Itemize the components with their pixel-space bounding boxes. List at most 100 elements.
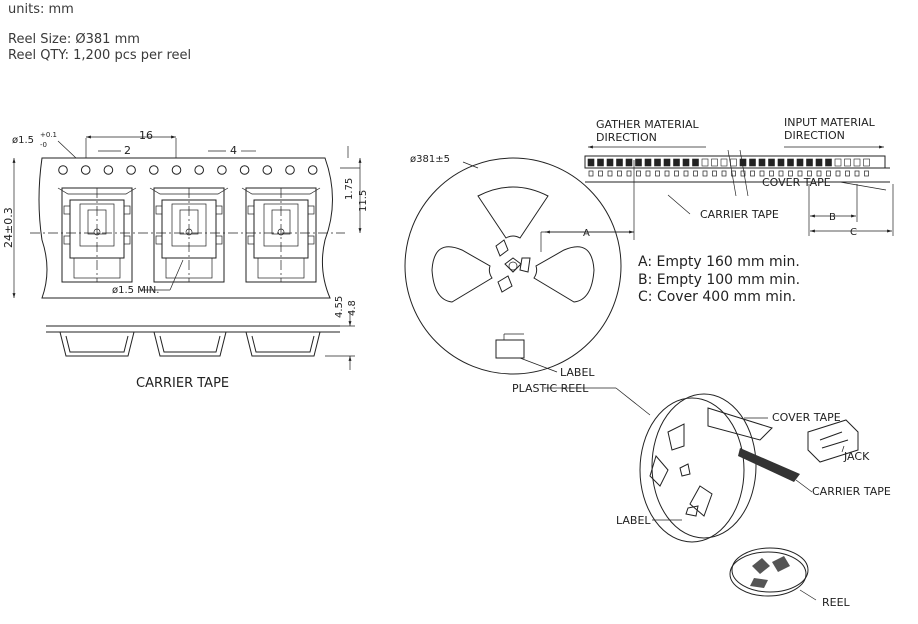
strip-cell: [815, 158, 823, 167]
strip-cell: [768, 158, 775, 167]
pocket: [57, 187, 137, 283]
tape-strip: GATHER MATERIAL DIRECTION INPUT MATERIAL…: [584, 116, 894, 238]
empty-length-notes: A: Empty 160 mm min. B: Empty 100 mm min…: [638, 254, 800, 305]
cover-tape-label: COVER TAPE: [762, 176, 831, 189]
strip-cell: [701, 158, 709, 167]
dim-hole-min: ø1.5 MIN.: [112, 285, 159, 296]
strip-pocket: [788, 170, 793, 177]
strip-cell: [758, 158, 766, 167]
dim-hole-tol-plus: +0.1: [40, 131, 57, 139]
dim-2: 2: [124, 144, 131, 157]
dim-a: A: [583, 228, 590, 239]
strip-pocket: [864, 170, 869, 177]
asm-carrier-tape-label: CARRIER TAPE: [812, 485, 891, 498]
gather-direction-line2: DIRECTION: [596, 131, 657, 144]
carrier-tape-caption: CARRIER TAPE: [136, 376, 229, 391]
dim-width: 24±0.3: [2, 207, 15, 248]
strip-cell: [806, 158, 813, 167]
reel-front-view: LABEL ø381±5 A PLASTIC REEL: [404, 154, 651, 416]
dim-4-8: 4.8: [347, 300, 358, 316]
dim-c: C: [850, 227, 857, 238]
sprocket-hole: [103, 165, 114, 175]
dim-b: B: [829, 212, 836, 223]
dim-hole-tol-minus: -0: [40, 141, 47, 149]
strip-pocket: [712, 170, 717, 177]
pocket: [149, 187, 229, 283]
strip-cell: [853, 158, 861, 167]
strip-cell: [616, 158, 623, 167]
sprocket-hole: [217, 165, 227, 175]
strip-cell: [863, 158, 870, 167]
sprocket-hole: [307, 165, 318, 175]
strip-pocket: [636, 170, 641, 177]
sprocket-hole: [262, 165, 273, 175]
strip-pocket: [759, 170, 765, 177]
asm-cover-tape-label: COVER TAPE: [772, 411, 841, 424]
strip-pocket: [826, 170, 831, 177]
strip-pocket: [617, 170, 622, 177]
strip-cell: [587, 158, 595, 167]
gather-direction-line1: GATHER MATERIAL: [596, 118, 700, 131]
strip-pocket: [626, 170, 632, 177]
sprocket-holes: [58, 165, 318, 175]
input-direction-line2: DIRECTION: [784, 129, 845, 142]
strip-cell: [749, 158, 756, 167]
strip-pocket: [702, 170, 708, 177]
strip-pocket: [778, 170, 784, 177]
plastic-reel-label: PLASTIC REEL: [512, 382, 589, 395]
strip-pocket: [797, 170, 803, 177]
strip-cell: [673, 158, 680, 167]
sprocket-hole: [126, 165, 136, 175]
strip-pocket: [807, 170, 812, 177]
strip-pocket: [693, 170, 698, 177]
strip-pocket: [816, 170, 822, 177]
dim-11-5: 11.5: [358, 190, 369, 212]
dim-pitch-16: 16: [139, 129, 153, 142]
carrier-tape-top-view: [30, 157, 345, 299]
reel-assembly-3d: COVER TAPE JACK CARRIER TAPE LABEL REEL: [616, 393, 891, 609]
sprocket-hole: [285, 165, 295, 175]
reel-small-label: REEL: [822, 596, 851, 609]
tape-pockets: [57, 187, 321, 283]
sprocket-hole: [149, 165, 159, 175]
dim-hole-dia: ø1.5: [12, 135, 34, 146]
dim-4: 4: [230, 144, 237, 157]
asm-label-label: LABEL: [616, 514, 651, 527]
strip-cell: [777, 158, 785, 167]
strip-pocket: [598, 170, 603, 177]
carrier-tape-section: 4.55 4.8 CARRIER TAPE: [46, 296, 358, 391]
input-direction-line1: INPUT MATERIAL: [784, 116, 876, 129]
strip-pocket: [740, 170, 746, 177]
strip-cell: [796, 158, 804, 167]
jack-label: JACK: [843, 450, 870, 463]
strip-cell: [625, 158, 633, 167]
strip-cell: [597, 158, 604, 167]
strip-cell: [682, 158, 690, 167]
sprocket-hole: [58, 165, 68, 175]
reel-size-note: Reel Size: Ø381 mm: [8, 32, 140, 47]
strip-pocket: [721, 170, 727, 177]
reel-dia: ø381±5: [410, 154, 450, 165]
strip-pocket: [750, 170, 755, 177]
dim-1-75: 1.75: [344, 178, 355, 200]
strip-pocket: [845, 170, 850, 177]
note-c: C: Cover 400 mm min.: [638, 289, 796, 305]
units-note: units: mm: [8, 2, 74, 17]
strip-cell: [692, 158, 699, 167]
strip-pocket: [588, 170, 594, 177]
strip-pocket: [607, 170, 613, 177]
note-b: B: Empty 100 mm min.: [638, 272, 800, 288]
carrier-tape-label: CARRIER TAPE: [700, 208, 779, 221]
strip-pocket: [769, 170, 774, 177]
strip-cell: [644, 158, 652, 167]
strip-pocket: [731, 170, 736, 177]
strip-pocket: [664, 170, 670, 177]
pocket: [241, 187, 321, 283]
strip-cell: [635, 158, 642, 167]
strip-cell: [654, 158, 661, 167]
strip-pocket: [674, 170, 679, 177]
strip-pocket: [655, 170, 660, 177]
note-a: A: Empty 160 mm min.: [638, 254, 800, 270]
sprocket-hole: [80, 165, 91, 175]
reel-qty-note: Reel QTY: 1,200 pcs per reel: [8, 48, 192, 63]
